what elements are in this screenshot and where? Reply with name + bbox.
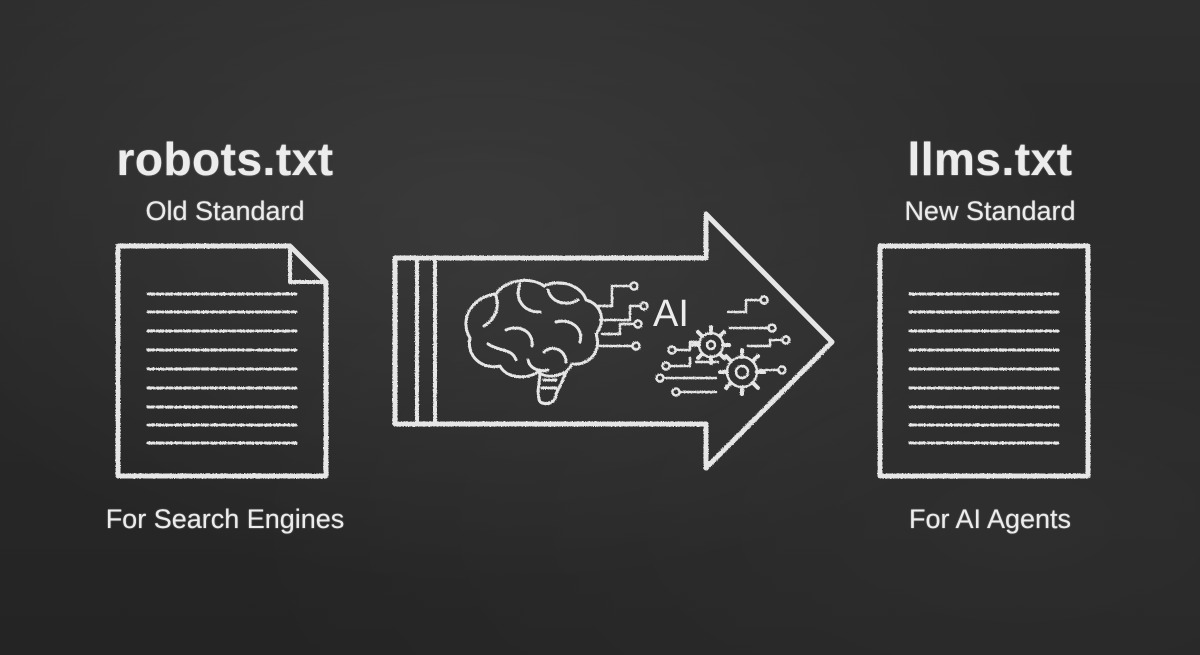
right-document-icon	[877, 243, 1091, 479]
circuit-icon	[594, 281, 791, 397]
left-caption: For Search Engines	[105, 504, 345, 534]
brain-icon	[464, 278, 603, 406]
left-document-icon	[115, 243, 329, 479]
right-title: llms.txt	[907, 133, 1073, 185]
transition-arrow	[392, 211, 835, 471]
left-subtitle: Old Standard	[145, 196, 305, 226]
left-title: robots.txt	[116, 133, 334, 185]
gear-icon	[691, 325, 766, 396]
right-caption: For AI Agents	[908, 504, 1072, 534]
ai-label: AI	[653, 293, 689, 335]
right-subtitle: New Standard	[904, 196, 1076, 226]
